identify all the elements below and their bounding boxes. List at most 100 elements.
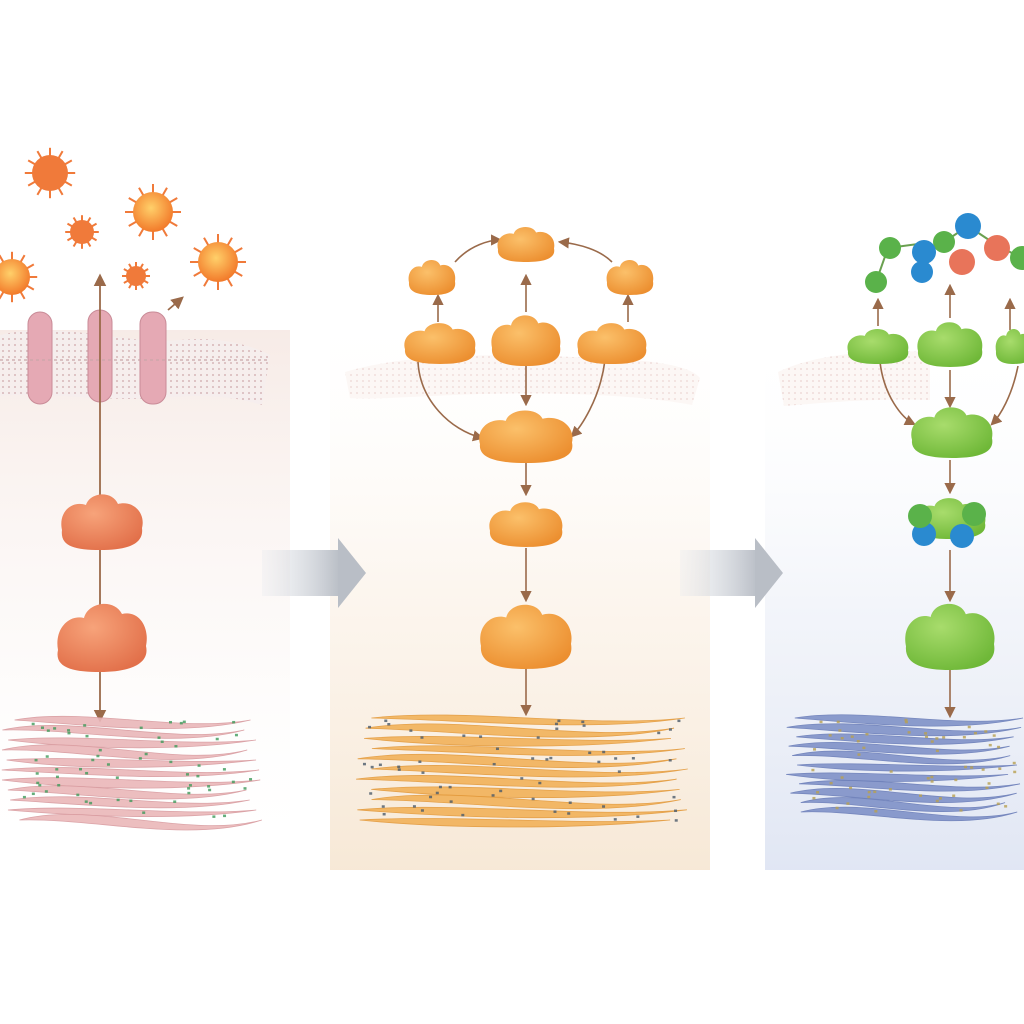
tissue-fibers — [1, 715, 262, 831]
tissue-speck — [231, 780, 235, 784]
tissue-speck — [935, 799, 939, 803]
tissue-speck — [987, 782, 991, 785]
tissue-speck — [925, 735, 929, 739]
tissue-speck — [197, 764, 201, 767]
tissue-speck — [378, 763, 382, 767]
tissue-speck — [996, 802, 1000, 806]
tissue-speck — [232, 720, 236, 724]
tissue-speck — [1004, 805, 1008, 808]
tissue-speck — [904, 718, 908, 722]
tissue-speck — [382, 812, 386, 816]
tissue-speck — [614, 757, 618, 760]
tissue-speck — [581, 720, 585, 724]
molecule-bead-icon — [879, 237, 901, 259]
tissue-speck — [674, 819, 678, 822]
tissue-speck — [988, 743, 992, 747]
tissue-speck — [849, 786, 853, 790]
tissue-fiber — [10, 796, 250, 809]
tissue-fiber — [800, 806, 1018, 822]
tissue-speck — [182, 720, 186, 724]
tissue-speck — [668, 728, 672, 731]
receptor-channel — [27, 311, 53, 405]
tissue-speck — [46, 729, 50, 732]
tissue-speck — [31, 792, 35, 796]
transition-arrow-2 — [680, 538, 783, 608]
tissue-fiber — [790, 788, 1017, 803]
tissue-fiber — [357, 806, 687, 819]
tissue-speck — [536, 736, 540, 739]
tissue-fiber — [359, 818, 671, 828]
tissue-speck — [438, 785, 442, 789]
tissue-speck — [924, 732, 928, 735]
virus-particle-icon — [24, 147, 76, 199]
tissue-speck — [588, 751, 592, 755]
protein-cluster-icon — [479, 410, 573, 463]
tissue-speck — [142, 811, 146, 814]
tissue-fiber — [371, 714, 685, 726]
tissue-speck — [867, 795, 871, 799]
tissue-speck — [491, 794, 495, 797]
tissue-speck — [34, 758, 38, 762]
tissue-speck — [938, 797, 942, 800]
tissue-speck — [840, 776, 844, 779]
feedback-loop — [990, 365, 1019, 426]
tissue-speck — [369, 792, 373, 795]
tissue-speck — [930, 740, 934, 743]
tissue-speck — [55, 775, 59, 779]
molecule-bead-icon — [933, 231, 955, 253]
tissue-speck — [67, 731, 71, 735]
tissue-speck — [160, 740, 164, 743]
tissue-speck — [942, 736, 946, 739]
tissue-speck — [499, 789, 503, 793]
tissue-fibers — [356, 714, 688, 828]
tissue-speck — [412, 805, 416, 808]
tissue-fiber — [371, 745, 685, 756]
tissue-speck — [553, 810, 557, 813]
molecule-bead-icon — [955, 213, 981, 239]
tissue-speck — [495, 747, 499, 751]
cell-membrane — [0, 330, 270, 405]
panel-3 — [778, 213, 1024, 822]
protein-cluster-icon — [905, 603, 995, 670]
tissue-speck — [38, 784, 42, 787]
tissue-fiber — [796, 733, 1014, 745]
tissue-fiber — [365, 723, 675, 738]
virus-particle-icon — [65, 215, 99, 249]
molecule-bead-icon — [865, 271, 887, 293]
molecule-beads — [865, 213, 1024, 293]
tissue-speck — [973, 731, 977, 735]
tissue-speck — [867, 790, 871, 794]
tissue-speck — [555, 727, 559, 731]
virus-particle-icon — [125, 184, 181, 240]
tissue-speck — [549, 756, 553, 760]
tissue-speck — [904, 720, 908, 724]
tissue-speck — [45, 755, 49, 758]
tissue-fiber — [371, 765, 688, 778]
cell-membrane — [345, 355, 700, 405]
tissue-fiber — [800, 797, 1006, 812]
protein-cluster-icon — [480, 604, 572, 669]
tissue-speck — [129, 799, 133, 803]
feedback-loop — [454, 234, 503, 263]
tissue-speck — [79, 767, 83, 771]
tissue-speck — [222, 768, 226, 771]
tissue-speck — [838, 729, 842, 732]
feedback-loop — [570, 359, 606, 438]
tissue-speck — [874, 810, 878, 813]
protein-cluster-icon — [606, 259, 654, 295]
virus-particle-icon — [0, 251, 38, 303]
tissue-speck — [813, 748, 817, 751]
tissue-speck — [865, 732, 869, 736]
feedback-loop — [557, 237, 613, 263]
tissue-fiber — [794, 714, 1024, 727]
tissue-speck — [139, 726, 143, 730]
tissue-speck — [668, 759, 672, 762]
tissue-speck — [811, 768, 815, 772]
tissue-speck — [57, 783, 61, 787]
receptor-channel — [139, 311, 167, 405]
tissue-fiber — [799, 780, 1021, 792]
tissue-speck — [836, 720, 840, 724]
tissue-speck — [918, 794, 922, 797]
tissue-speck — [83, 724, 87, 727]
tissue-speck — [1013, 770, 1017, 774]
